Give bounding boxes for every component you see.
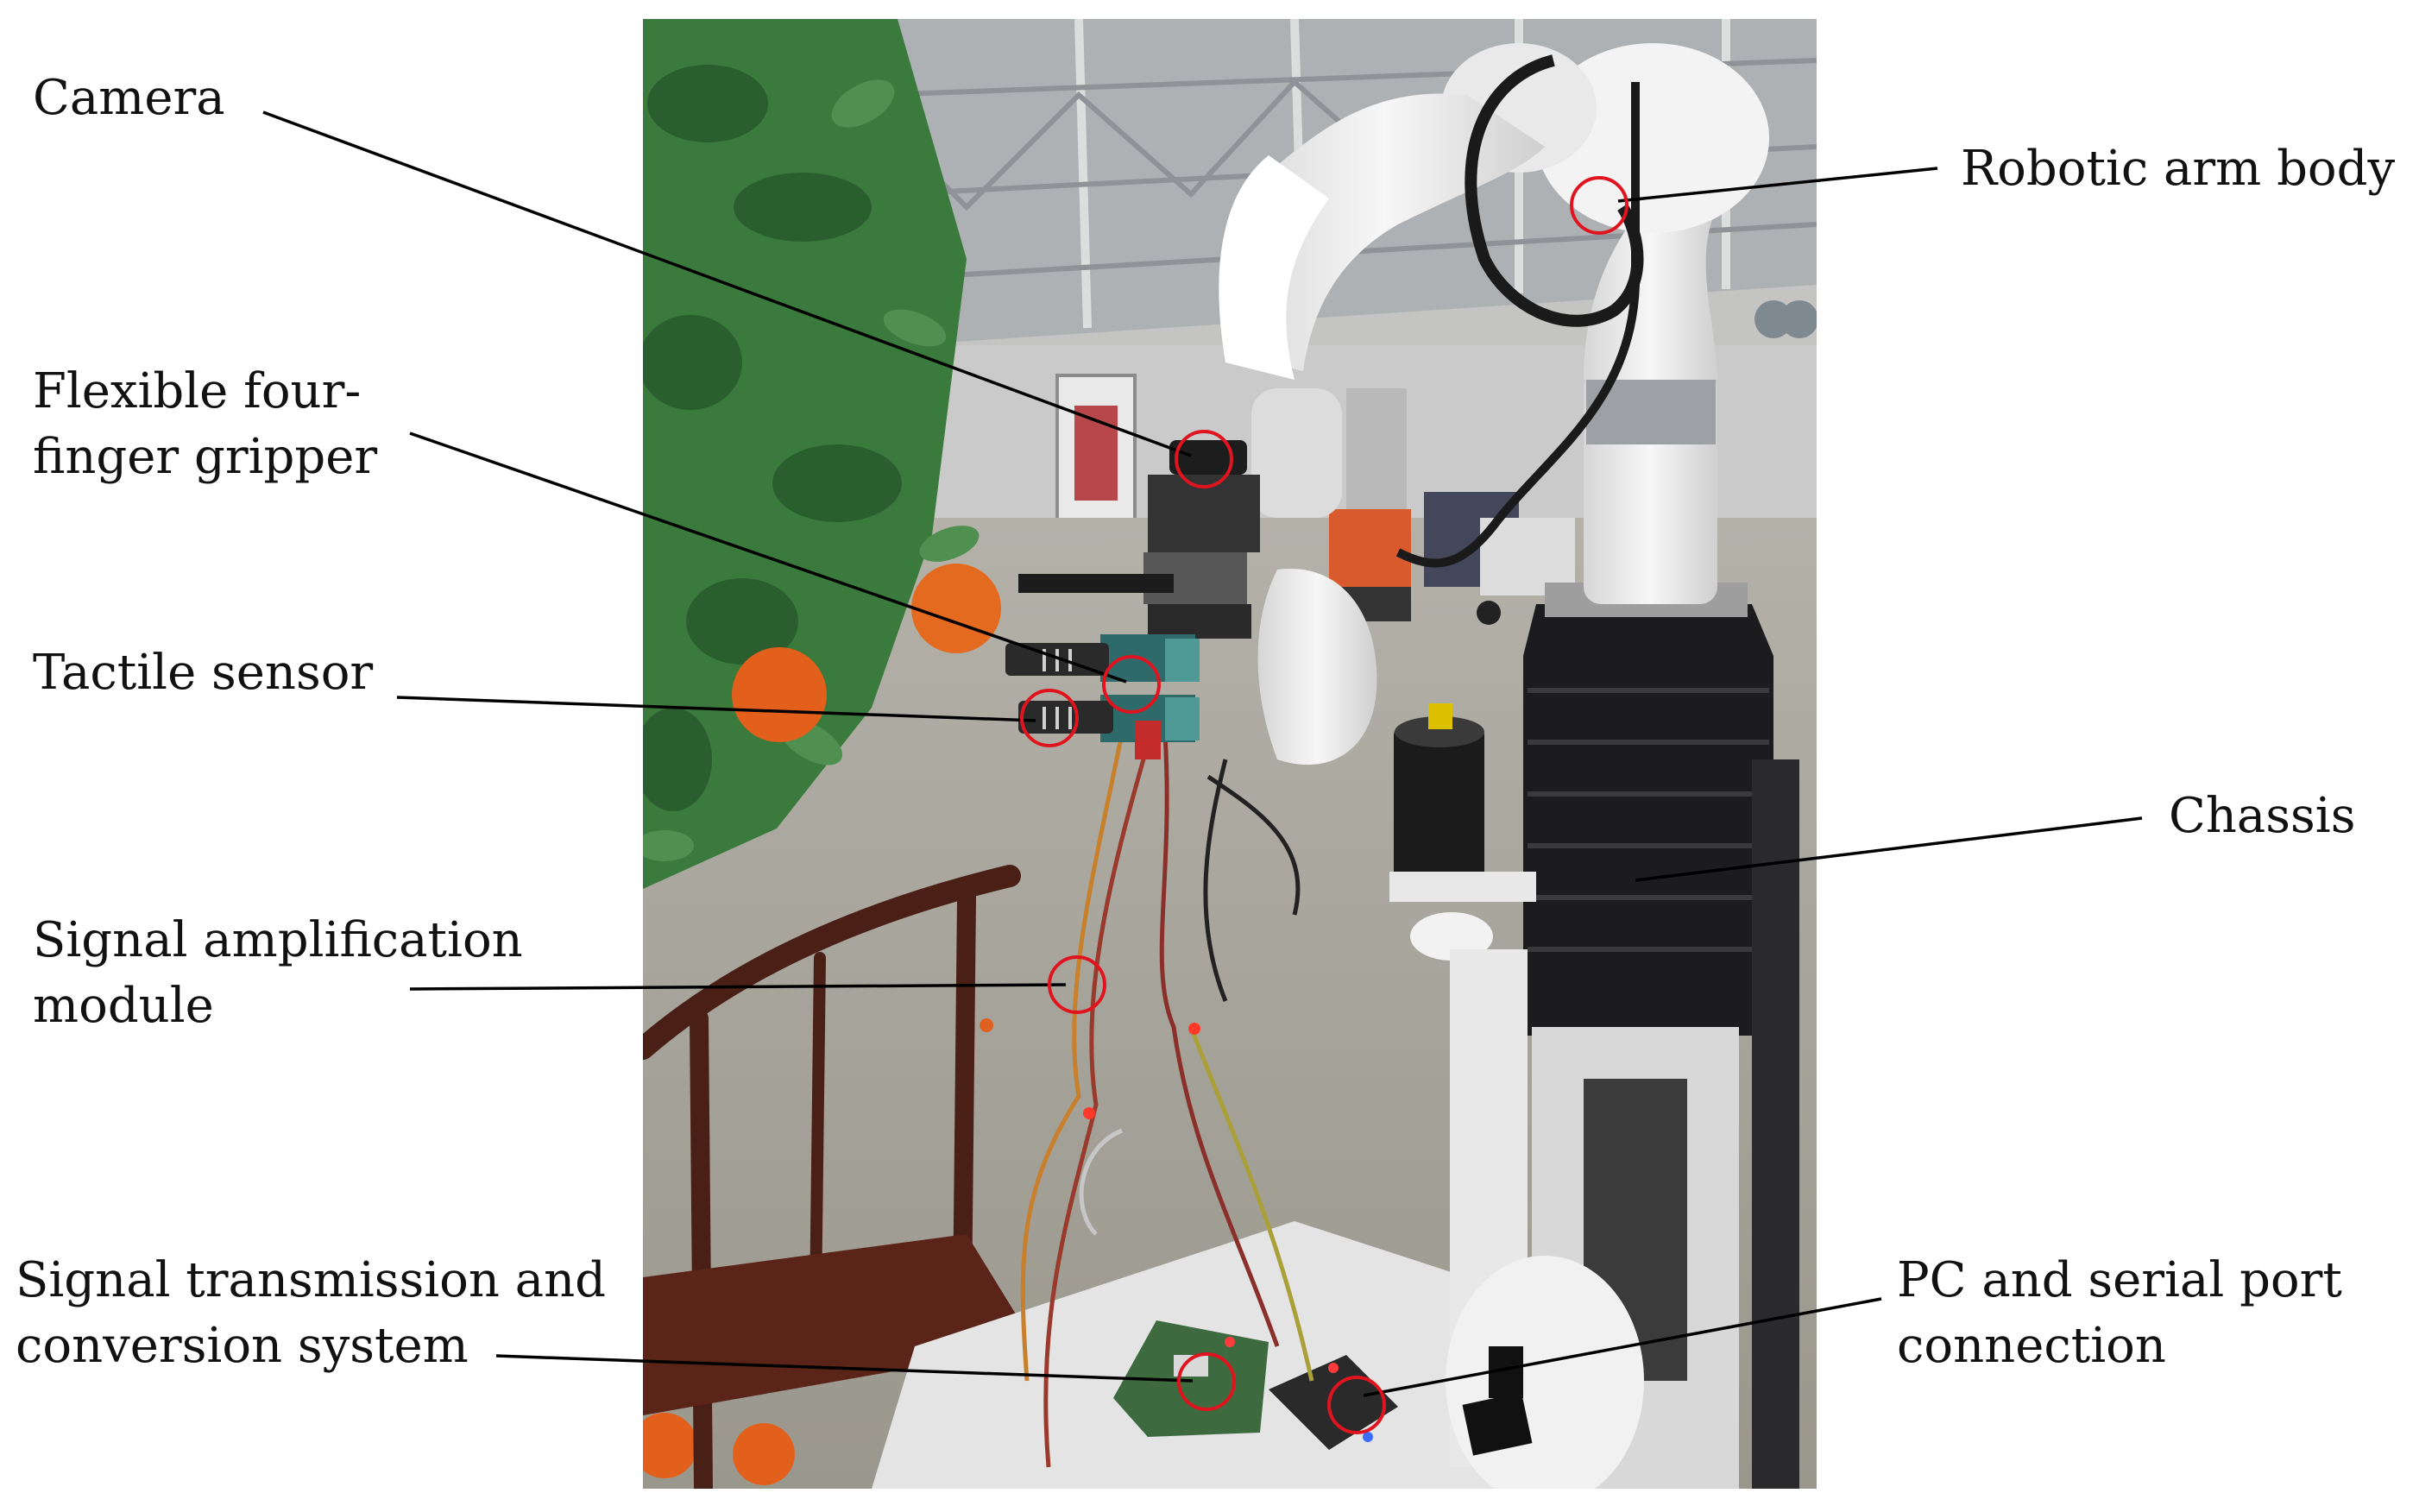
chassis-leader-line [1635, 816, 2143, 882]
orange-fruit [733, 1423, 795, 1485]
pc-connection-label: PC and serial port connection [1897, 1252, 2342, 1374]
arm-body-marker [1570, 176, 1628, 235]
orange-fruit [980, 1018, 993, 1032]
orange-fruit [643, 1413, 697, 1478]
signal-wires [1020, 728, 1314, 1468]
arm-body-leader-line [1617, 167, 1938, 203]
camera-marker [1175, 430, 1233, 488]
orange-tree [643, 19, 1001, 1485]
amplifier-label: Signal amplification module [33, 912, 523, 1034]
gripper-label: Flexible four- finger gripper [33, 363, 378, 485]
gripper-finger [1018, 701, 1113, 734]
camera-leader-line [262, 110, 1192, 457]
tactile-leader-line [396, 696, 1036, 722]
robotic-arm [1219, 43, 1769, 765]
amplifier-leader-line [409, 983, 1067, 991]
camera-label: Camera [33, 70, 225, 126]
gripper-marker [1102, 655, 1161, 714]
leader-lines [262, 110, 2143, 1397]
arm-body-label: Robotic arm body [1961, 141, 2396, 197]
end-effector [1005, 440, 1260, 759]
photograph [643, 19, 1817, 1489]
transmission-leader-line [495, 1354, 1194, 1383]
gripper-leader-line [409, 432, 1127, 684]
wooden-chair [643, 865, 1036, 1489]
pc-leader-line [1363, 1297, 1882, 1397]
tactile-marker [1020, 689, 1079, 747]
lidar-unit [1389, 703, 1644, 1489]
marker-circles [1020, 176, 1628, 1434]
transmission-marker [1177, 1352, 1236, 1411]
orange-fruit [911, 564, 1001, 653]
transmission-label: Signal transmission and conversion syste… [16, 1252, 607, 1374]
amplifier-marker [1048, 955, 1106, 1014]
camera-device [1169, 440, 1247, 475]
pc-marker [1327, 1376, 1386, 1434]
tactile-sensor-label: Tactile sensor [33, 645, 374, 701]
chassis-label: Chassis [2169, 788, 2356, 844]
orange-fruit [732, 647, 827, 742]
